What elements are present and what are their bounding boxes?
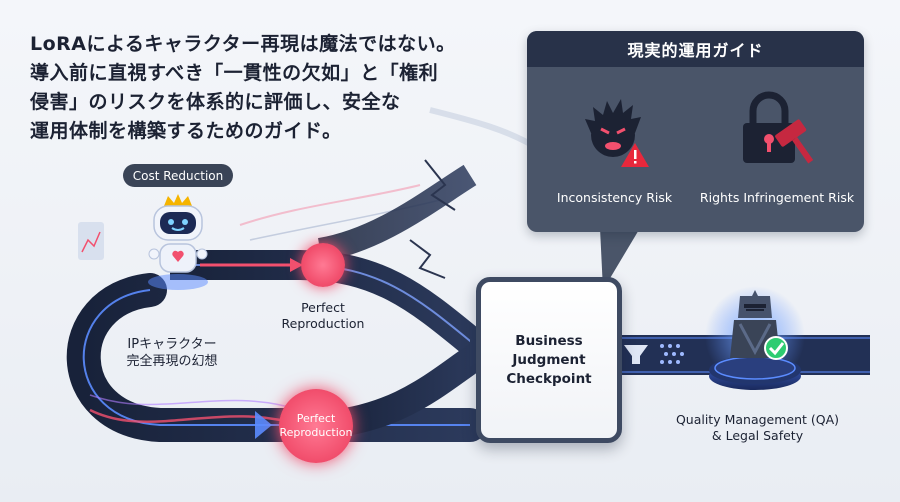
robot-mascot-icon [148, 194, 208, 290]
title-line-3: 侵害」のリスクを体系的に評価し、安全な [30, 91, 401, 113]
perfect-reproduction-top-label: Perfect Reproduction [281, 300, 365, 331]
page-title: LoRAによるキャラクター再現は魔法ではない。 導入前に直視すべき「一貫性の欠如… [30, 30, 460, 146]
rights-infringement-risk-label: Rights Infringement Risk [699, 190, 855, 205]
title-line-4: 運用体制を構築するためのガイド。 [30, 120, 342, 142]
inconsistency-risk-label: Inconsistency Risk [556, 190, 673, 205]
qa-legal-safety-label: Quality Management (QA) & Legal Safety [675, 412, 840, 443]
panel-title: 現実的運用ガイド [527, 31, 864, 67]
knight-pedestal-icon [705, 286, 805, 390]
perfect-reproduction-bottom-label: Perfect Reproduction [279, 412, 353, 439]
cost-reduction-badge: Cost Reduction [123, 164, 233, 187]
operation-guide-panel: 現実的運用ガイド Inconsistency Risk Rights Infri… [527, 31, 864, 232]
ip-character-illusion-label: IPキャラクター 完全再現の幻想 [126, 337, 218, 369]
pink-node-bottom: Perfect Reproduction [279, 389, 353, 463]
angry-face-warning-icon [585, 99, 649, 167]
title-line-2: 導入前に直視すべき「一貫性の欠如」と「権利 [30, 62, 439, 84]
padlock-gavel-icon [743, 91, 814, 164]
business-judgment-checkpoint: Business Judgment Checkpoint [476, 277, 622, 443]
pink-node-top [301, 243, 345, 287]
title-line-1: LoRAによるキャラクター再現は魔法ではない。 [30, 33, 456, 55]
checkpoint-label: Business Judgment Checkpoint [506, 332, 592, 387]
